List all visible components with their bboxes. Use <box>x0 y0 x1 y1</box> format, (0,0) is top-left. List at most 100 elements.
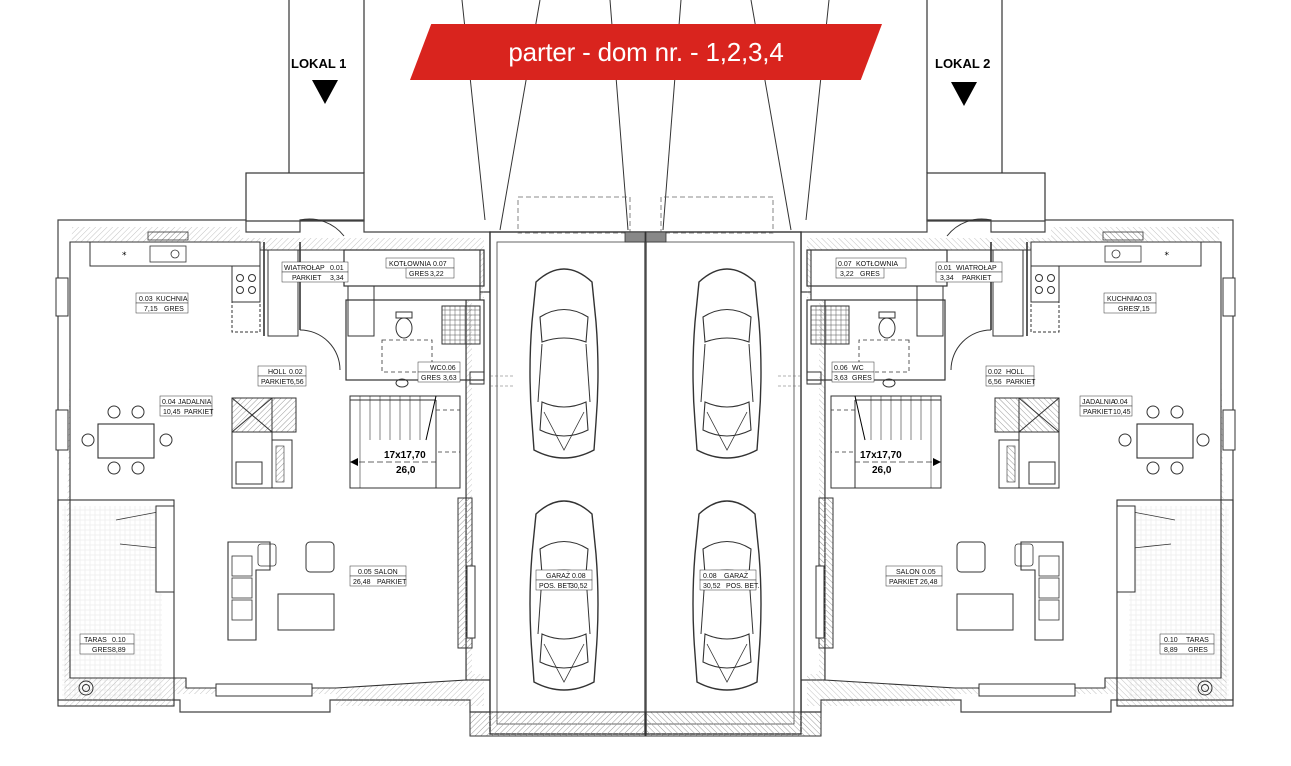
kotlownia-name-right: KOTŁOWNIA <box>856 261 898 268</box>
kuchnia-num-right: 0.03 <box>1138 296 1152 303</box>
stairs-height-right: 26,0 <box>872 465 892 476</box>
lokal-2-label: LOKAL 2 <box>935 56 991 71</box>
salon-area-left: 26,48 <box>353 579 371 586</box>
taras-area-left: 8,89 <box>112 647 126 654</box>
wiatrolap-num-right: 0.01 <box>938 265 952 272</box>
stairs-dims-left: 17x17,70 <box>384 450 426 461</box>
wc-floor-left: GRES <box>421 375 441 382</box>
jadalnia-area-left: 10,45 <box>163 409 181 416</box>
taras-num-left: 0.10 <box>112 637 126 644</box>
label-wc-right: 0.06 WC 3,63 GRES <box>831 361 875 383</box>
lokal-1-label: LOKAL 1 <box>291 56 347 71</box>
holl-name-left: HOLL <box>268 369 286 376</box>
wc-floor-right: GRES <box>852 375 872 382</box>
kotlownia-floor-right: GRES <box>860 271 880 278</box>
kotlownia-floor-left: GRES <box>409 271 429 278</box>
wiatrolap-num-left: 0.01 <box>330 265 344 272</box>
jadalnia-name-right: JADALNIA <box>1082 399 1116 406</box>
salon-floor-right: PARKIET <box>889 579 919 586</box>
stairs <box>349 395 461 489</box>
kuchnia-floor-left: GRES <box>164 306 184 313</box>
jadalnia-num-left: 0.04 <box>162 399 176 406</box>
garaz-area-left: 30,52 <box>570 583 588 590</box>
title-banner-shape <box>410 24 882 80</box>
wiatrolap-floor-right: PARKIET <box>962 275 992 282</box>
jadalnia-name-left: JADALNIA <box>178 399 212 406</box>
label-garaz-left: GARAŻ 0.08 POS. BET. 30,52 <box>535 569 593 591</box>
plan-half-right <box>646 0 1235 736</box>
wiatrolap-floor-left: PARKIET <box>292 275 322 282</box>
kotlownia-num-right: 0.07 <box>838 261 852 268</box>
label-jadalnia-left: 0.04 JADALNIA 10,45 PARKIET <box>159 395 214 417</box>
label-kotlownia-right: 0.07 KOTŁOWNIA 3,22 GRES <box>835 257 907 279</box>
salon-name-left: SALON <box>374 569 398 576</box>
garaz-num-left: 0.08 <box>572 573 586 580</box>
jadalnia-floor-left: PARKIET <box>184 409 214 416</box>
salon-name-right: SALON <box>896 569 920 576</box>
stairs-height-left: 26,0 <box>396 465 416 476</box>
wiatrolap-area-right: 3,34 <box>940 275 954 282</box>
taras-floor-left: GRES <box>92 647 112 654</box>
plan-half-left: * <box>55 0 646 737</box>
salon-floor-left: PARKIET <box>377 579 407 586</box>
holl-floor-left: PARKIET <box>261 379 291 386</box>
jadalnia-num-right: 0.04 <box>1114 399 1128 406</box>
garaz-area-right: 30,52 <box>703 583 721 590</box>
kuchnia-num-left: 0.03 <box>139 296 153 303</box>
kuchnia-floor-right: GRES <box>1118 306 1138 313</box>
wc-num-left: 0.06 <box>442 365 456 372</box>
stairs-dims-right: 17x17,70 <box>860 450 902 461</box>
room-labels-right: 0.01 WIATROŁAP 3,34 PARKIET 0.07 KOTŁOWN… <box>699 257 1215 655</box>
wiatrolap-area-left: 3,34 <box>330 275 344 282</box>
garaz-name-left: GARAŻ <box>546 571 571 580</box>
garaz-floor-right: POS. BET. <box>726 583 760 590</box>
wc-area-left: 3,63 <box>443 375 457 382</box>
salon-area-right: 26,48 <box>920 579 938 586</box>
salon-num-right: 0.05 <box>922 569 936 576</box>
taras-num-right: 0.10 <box>1164 637 1178 644</box>
title-banner: parter - dom nr. - 1,2,3,4 <box>410 24 882 80</box>
garaz-floor-left: POS. BET. <box>539 583 573 590</box>
label-kotlownia-left: KOTŁOWNIA 0.07 GRES 3,22 <box>385 257 455 279</box>
kuchnia-area-right: 7,15 <box>1136 306 1150 313</box>
page-title: parter - dom nr. - 1,2,3,4 <box>508 36 784 67</box>
label-kuchnia-right: KUCHNIA 0.03 GRES 7,15 <box>1103 292 1157 314</box>
wc-area-right: 3,63 <box>834 375 848 382</box>
label-taras-right: 0.10 TARAS 8,89 GRES <box>1159 633 1215 655</box>
taras-name-right: TARAS <box>1186 637 1209 644</box>
holl-area-left: 6,56 <box>290 379 304 386</box>
label-wiatrolap-right: 0.01 WIATROŁAP 3,34 PARKIET <box>935 261 1003 283</box>
kuchnia-area-left: 7,15 <box>144 306 158 313</box>
kotlownia-name-left: KOTŁOWNIA <box>389 261 431 268</box>
garaz-name-right: GARAŻ <box>724 571 749 580</box>
wiatrolap-name-right: WIATROŁAP <box>956 265 997 272</box>
garaz-num-right: 0.08 <box>703 573 717 580</box>
jadalnia-area-right: 10,45 <box>1113 409 1131 416</box>
wc-name-left: WC <box>430 365 442 372</box>
jadalnia-floor-right: PARKIET <box>1083 409 1113 416</box>
lokal-1-arrow-icon <box>312 80 338 104</box>
lokal-2-arrow-icon <box>951 82 977 106</box>
salon-num-left: 0.05 <box>358 569 372 576</box>
label-wiatrolap-left: WIATROŁAP 0.01 PARKIET 3,34 <box>281 261 349 283</box>
holl-num-left: 0.02 <box>289 369 303 376</box>
label-taras-left: TARAS 0.10 GRES 8,89 <box>79 633 135 655</box>
label-holl-right: 0.02 HOLL 6,56 PARKIET <box>985 365 1036 387</box>
svg-text:*: * <box>122 251 127 261</box>
taras-area-right: 8,89 <box>1164 647 1178 654</box>
holl-area-right: 6,56 <box>988 379 1002 386</box>
kotlownia-area-left: 3,22 <box>430 271 444 278</box>
room-labels-left: WIATROŁAP 0.01 PARKIET 3,34 KOTŁOWNIA 0.… <box>79 257 593 655</box>
kuchnia-name-left: KUCHNIA <box>156 296 188 303</box>
label-kuchnia-left: 0.03 KUCHNIA 7,15 GRES <box>135 292 189 314</box>
holl-num-right: 0.02 <box>988 369 1002 376</box>
label-jadalnia-right: JADALNIA 0.04 PARKIET 10,45 <box>1079 395 1133 417</box>
wc-name-right: WC <box>852 365 864 372</box>
kotlownia-area-right: 3,22 <box>840 271 854 278</box>
taras-floor-right: GRES <box>1188 647 1208 654</box>
taras-name-left: TARAS <box>84 637 107 644</box>
label-wc-left: WC 0.06 GRES 3,63 <box>417 361 461 383</box>
holl-floor-right: PARKIET <box>1006 379 1036 386</box>
wc-num-right: 0.06 <box>834 365 848 372</box>
